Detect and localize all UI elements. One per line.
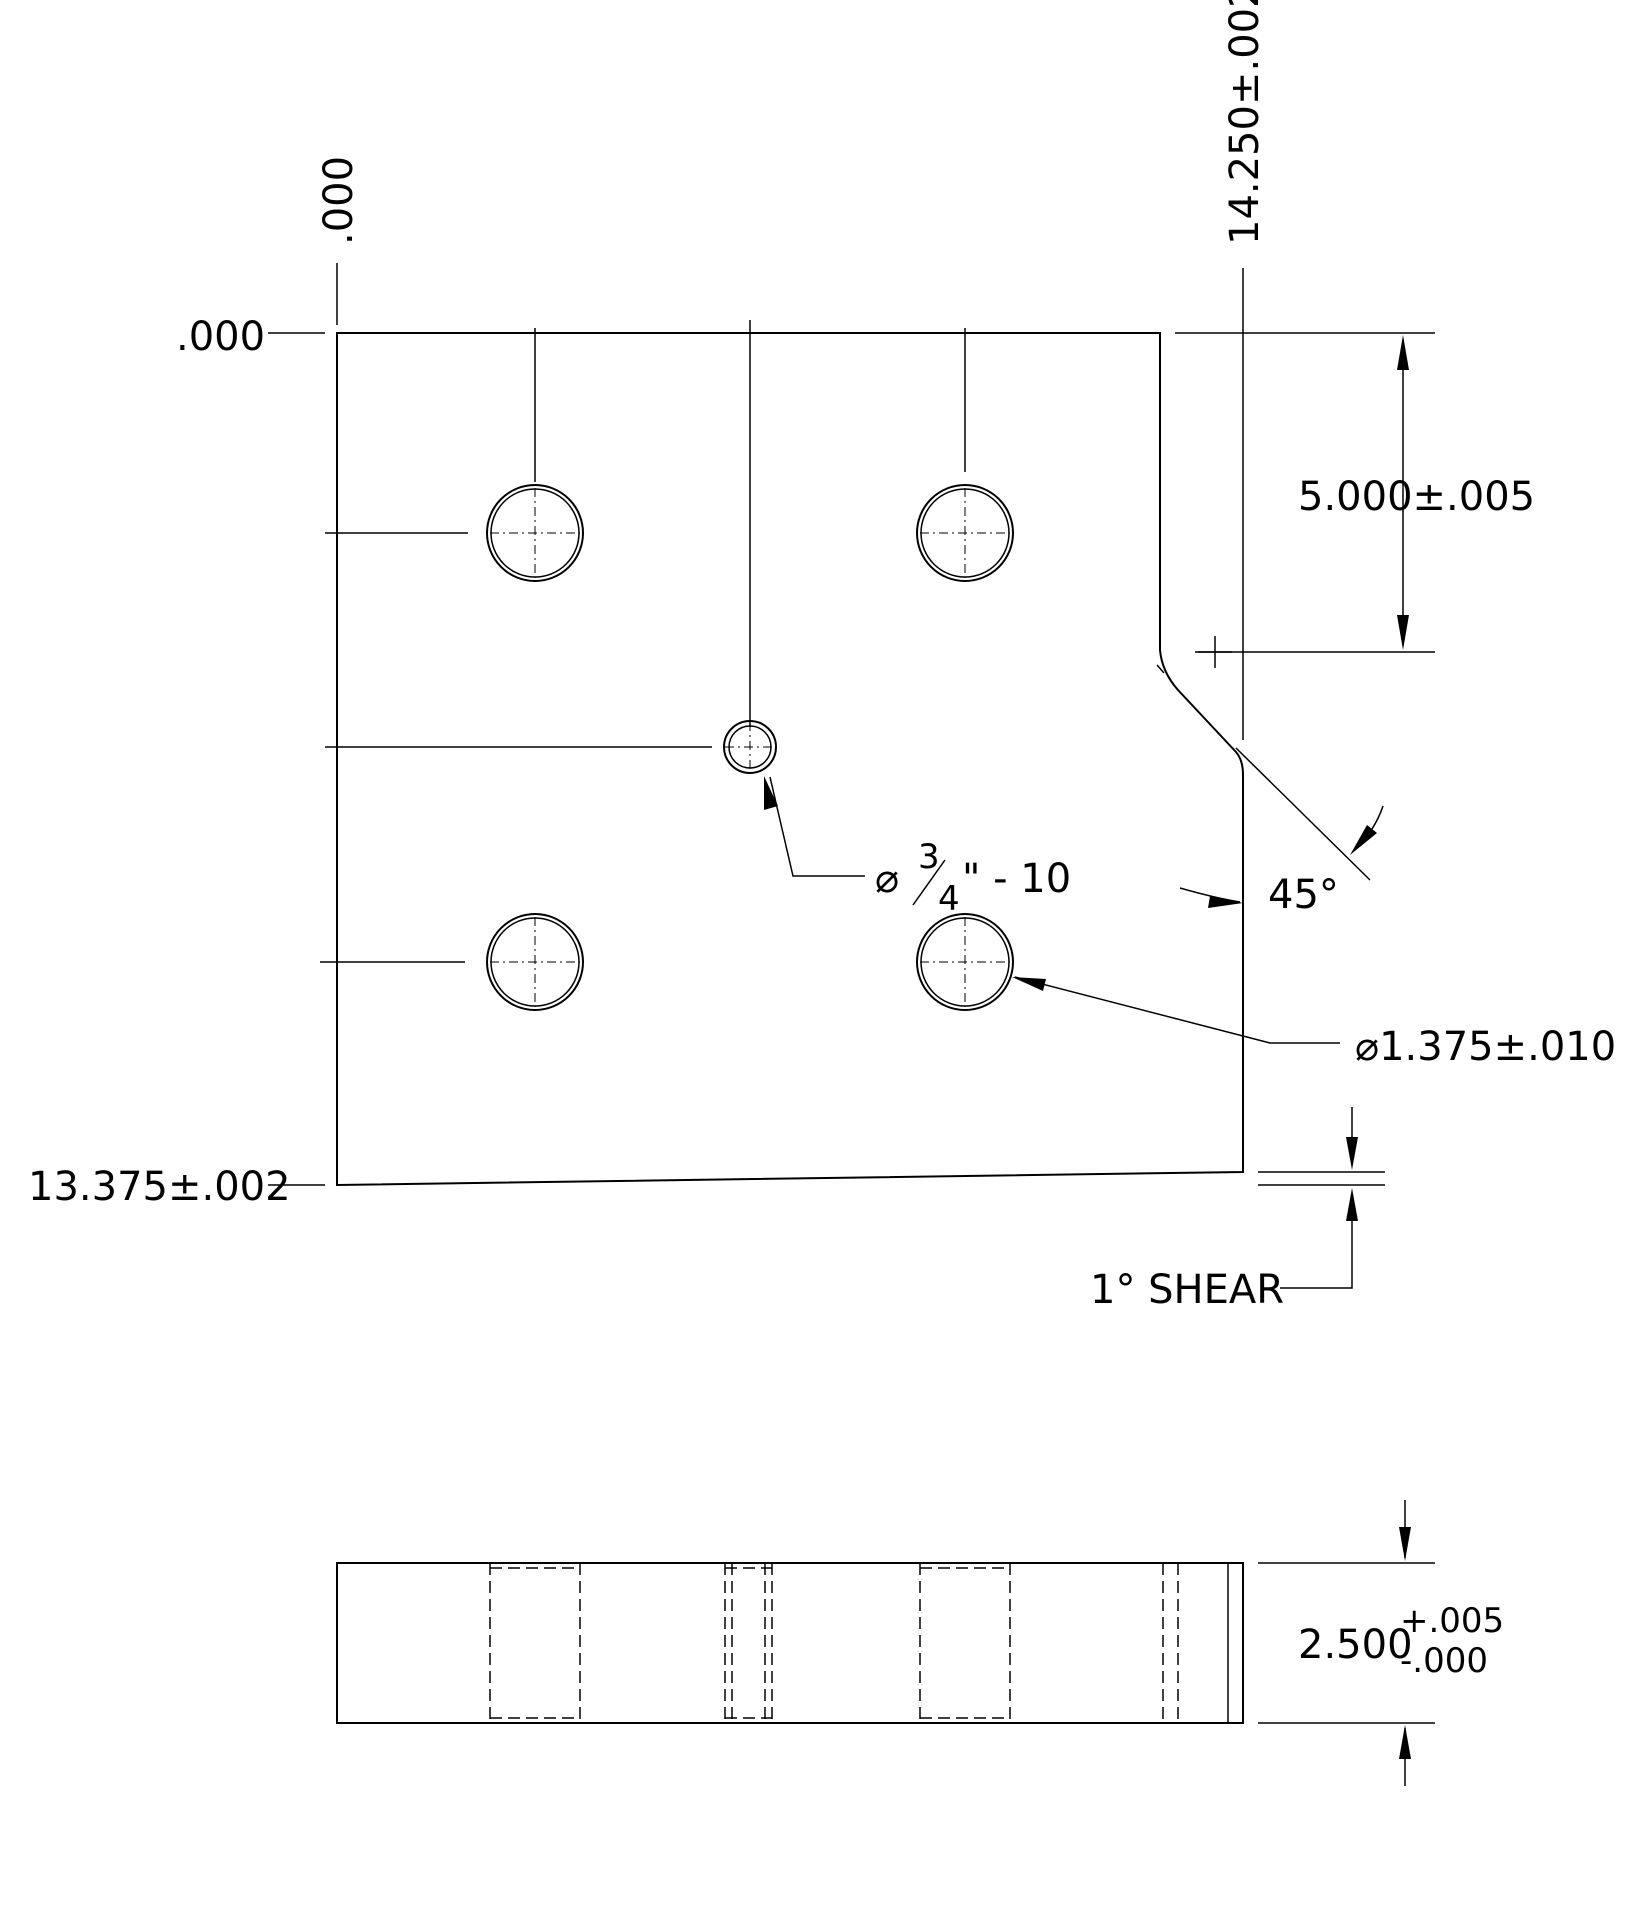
fraction-denominator: 4 xyxy=(938,879,960,919)
thickness-arrow-bottom xyxy=(1399,1725,1411,1759)
side-view: 2.500 +.005 -.000 xyxy=(336,1500,1504,1786)
shear-arrow-bottom xyxy=(1346,1188,1358,1221)
hole-top-right xyxy=(916,484,1014,582)
shear-arrow-top xyxy=(1346,1137,1358,1170)
angle-arrow-right xyxy=(1350,825,1377,855)
angle-arrow-left xyxy=(1208,896,1243,908)
chamfer-extension-line xyxy=(1235,747,1371,881)
tapped-hole-arrow xyxy=(764,776,778,810)
bore-hole-arrow xyxy=(1012,977,1046,991)
side-outline xyxy=(336,1562,1244,1724)
thickness-arrow-top xyxy=(1399,1527,1411,1561)
thread-suffix: " - 10 xyxy=(962,856,1071,902)
tapped-hole-callout: ⌀ 3 4 " - 10 xyxy=(875,837,1071,919)
thickness-lower-tol: -.000 xyxy=(1400,1641,1488,1681)
fraction-bar xyxy=(912,859,946,906)
origin-x-label: .000 xyxy=(316,156,362,245)
hole-top-left xyxy=(486,484,584,582)
tapped-hole-leader xyxy=(769,776,865,877)
notch-arrow-top xyxy=(1397,335,1409,370)
hidden-bore-right xyxy=(919,1563,1011,1723)
fraction-numerator: 3 xyxy=(918,837,940,877)
notch-edge-tick xyxy=(1156,664,1165,674)
diameter-symbol: ⌀ xyxy=(875,856,899,902)
height-label: 13.375±.002 xyxy=(28,1164,291,1210)
plate-outline xyxy=(336,332,1244,1187)
shear-label: 1° SHEAR xyxy=(1090,1267,1284,1313)
shear-dim-lower xyxy=(1280,1195,1353,1289)
thickness-nominal: 2.500 xyxy=(1298,1622,1413,1668)
hole-bottom-right xyxy=(916,913,1014,1011)
hidden-tapped-hole xyxy=(724,1563,773,1723)
angle-arc xyxy=(1179,887,1241,903)
thickness-upper-tol: +.005 xyxy=(1400,1601,1504,1641)
tapped-hole xyxy=(723,720,777,774)
hidden-notch xyxy=(1162,1563,1229,1723)
hole-bottom-left xyxy=(486,913,584,1011)
notch-dimension-label: 5.000±.005 xyxy=(1298,474,1535,520)
chamfer-angle-label: 45° xyxy=(1268,872,1339,918)
top-view: .000 .000 14.250±.002 13.375±.002 5.000±… xyxy=(28,0,1616,1313)
hidden-bore-left xyxy=(489,1563,581,1723)
notch-arrow-bottom xyxy=(1397,615,1409,650)
bore-hole-leader xyxy=(1014,976,1340,1044)
bore-hole-label: ⌀1.375±.010 xyxy=(1355,1024,1616,1070)
width-label: 14.250±.002 xyxy=(1222,0,1268,245)
origin-y-label: .000 xyxy=(176,314,265,360)
